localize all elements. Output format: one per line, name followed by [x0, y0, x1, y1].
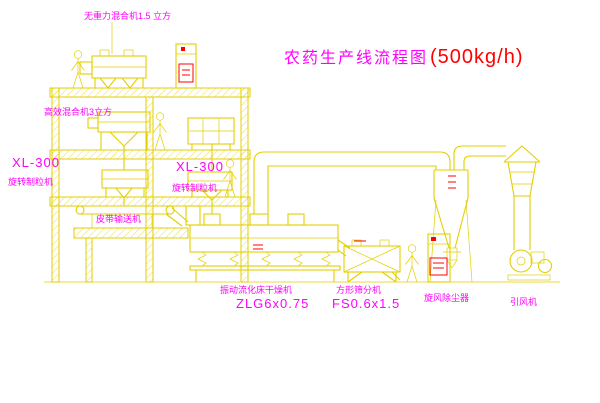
square-sifter — [343, 239, 401, 283]
label-sifter-model: FS0.6x1.5 — [332, 296, 401, 311]
high-efficiency-mixer — [87, 111, 151, 159]
title-capacity: (500kg/h) — [430, 46, 524, 68]
control-cabinet-b — [427, 233, 451, 283]
label-dryer-name: 振动流化床干燥机 — [220, 285, 293, 295]
diagram-title: 农药生产线流程图 (500kg/h) — [284, 44, 524, 69]
worker-figure — [405, 244, 419, 283]
label-granulator-left-name: 旋转制粒机 — [8, 177, 54, 187]
label-fan: 引风机 — [510, 297, 538, 307]
induced-draft-fan — [507, 249, 553, 281]
vent-stack — [503, 145, 541, 250]
exhaust-duct — [253, 151, 451, 214]
worker-figure — [153, 112, 167, 151]
label-granulator-left-model: XL-300 — [12, 155, 60, 170]
control-cabinet-a — [175, 43, 197, 89]
title-text: 农药生产线流程图 — [284, 50, 429, 67]
label-granulator-center-model: XL-300 — [176, 159, 224, 174]
label-granulator-center-name: 旋转制粒机 — [172, 183, 218, 193]
belt-conveyor — [75, 205, 189, 228]
gravity-mixer — [79, 49, 147, 89]
building-structure — [49, 87, 251, 283]
label-dryer-model: ZLG6x0.75 — [236, 296, 310, 311]
label-gravity-mixer: 无重力混合机1.5 立方 — [84, 11, 172, 21]
fluid-bed-dryer — [185, 205, 351, 282]
worker-figure — [223, 159, 237, 198]
label-sifter-name: 方形筛分机 — [336, 285, 382, 295]
label-belt-conveyor: 皮带输送机 — [96, 214, 142, 224]
cyclone-separator — [429, 145, 506, 283]
label-dust-collector: 旋风除尘器 — [424, 293, 470, 303]
rotary-granulator-left — [101, 159, 149, 206]
rotary-granulator-center — [187, 171, 233, 214]
label-high-efficiency-mixer: 高效混合机3立方 — [44, 107, 113, 117]
feeder-machine — [187, 117, 235, 172]
worker-figure — [71, 50, 85, 89]
